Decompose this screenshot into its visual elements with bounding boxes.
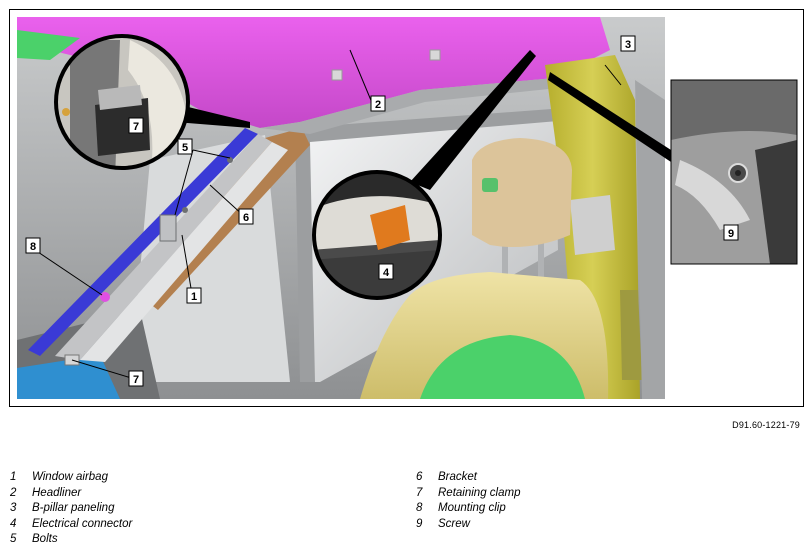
- callout-5-text: 5: [182, 142, 188, 154]
- callout-label: 3: [620, 35, 636, 52]
- legend-item: 3 B-pillar paneling: [10, 501, 132, 517]
- legend-item: 9 Screw: [416, 517, 520, 533]
- vehicle-interior-illustration: 2 3 5 6 1 8 7 7 4 9: [17, 17, 798, 399]
- callout-9-text: 9: [728, 228, 734, 240]
- callout-label: 9: [723, 224, 739, 241]
- legend-number: 8: [416, 502, 423, 514]
- legend-number: 4: [10, 517, 17, 530]
- callout-2-text: 2: [375, 99, 381, 111]
- legend-item: 6 Bracket: [416, 470, 520, 486]
- callout-label: 1: [186, 287, 202, 304]
- legend-right: 6 Bracket 7 Retaining clamp 8 Mounting clip…: [416, 470, 520, 532]
- legend-label: Bolts: [32, 533, 58, 545]
- callout-label: 2: [370, 95, 386, 112]
- callout-layer: 2 3 5 6 1 8 7 7 4 9: [25, 35, 739, 387]
- callout-6-text: 6: [243, 212, 249, 224]
- callout-7-detail-text: 7: [133, 121, 139, 133]
- figure-frame: 2 3 5 6 1 8 7 7 4 9: [9, 9, 804, 407]
- legend-item: 7 Retaining clamp: [416, 486, 520, 502]
- figure-code: D91.60-1221-79: [732, 420, 800, 430]
- legend-number: 3: [10, 502, 17, 514]
- legend-label: Mounting clip: [438, 502, 506, 514]
- legend-label: Electrical connector: [32, 517, 133, 530]
- legend-number: 1: [10, 471, 17, 483]
- callout-4-text: 4: [383, 267, 390, 279]
- callout-label: 8: [25, 237, 41, 254]
- legend-number: 5: [10, 533, 17, 545]
- legend-item: 1 Window airbag: [10, 470, 132, 486]
- legend-label: Retaining clamp: [438, 486, 521, 499]
- callout-label: 6: [238, 208, 254, 225]
- magnifier-wedges: [175, 50, 671, 190]
- legend-label: Headliner: [32, 486, 82, 499]
- callout-7-text: 7: [133, 374, 139, 386]
- legend-item: 5 Bolts: [10, 532, 132, 548]
- legend-number: 2: [10, 486, 17, 499]
- legend-left: 1 Window airbag 2 Headliner 3 B-pillar pane…: [10, 470, 132, 548]
- callout-label: 7: [128, 117, 144, 134]
- legend-item: 2 Headliner: [10, 486, 132, 502]
- detail-screw: [670, 79, 798, 265]
- callout-label: 7: [128, 370, 144, 387]
- legend-item: 8 Mounting clip: [416, 501, 520, 517]
- callout-label: 5: [177, 138, 193, 155]
- legend-label: Screw: [438, 517, 470, 530]
- callout-8-text: 8: [30, 241, 36, 253]
- legend-label: Bracket: [438, 471, 477, 483]
- detail-retaining-clamp: [54, 34, 190, 170]
- legend-number: 6: [416, 471, 423, 483]
- legend-label: B-pillar paneling: [32, 502, 115, 514]
- legend-number: 9: [416, 517, 423, 530]
- callout-3-text: 3: [625, 39, 631, 51]
- detail-electrical-connector: [312, 170, 442, 300]
- legend-label: Window airbag: [32, 471, 108, 483]
- legend-item: 4 Electrical connector: [10, 517, 132, 533]
- legend-number: 7: [416, 486, 423, 499]
- callout-label: 4: [378, 263, 394, 280]
- callout-1-text: 1: [191, 291, 197, 303]
